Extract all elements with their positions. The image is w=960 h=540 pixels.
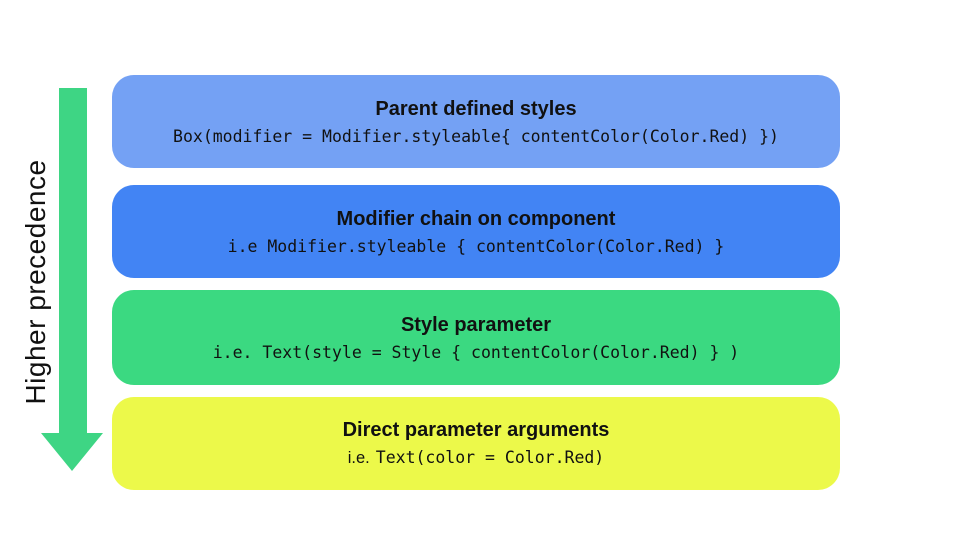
precedence-arrow-shaft: [59, 88, 87, 433]
box-direct-parameter-arguments: Direct parameter arguments i.e. Text(colo…: [112, 397, 840, 490]
box-parent-defined-styles: Parent defined styles Box(modifier = Mod…: [112, 75, 840, 168]
code-prefix: i.e.: [347, 449, 370, 467]
box-code: i.e. Text(style = Style { contentColor(C…: [212, 342, 740, 362]
code-text: Text(color = Color.Red): [375, 448, 605, 467]
higher-precedence-label: Higher precedence: [20, 159, 51, 405]
box-title: Modifier chain on component: [336, 207, 616, 230]
arrow-down-icon: [41, 433, 103, 471]
box-title: Direct parameter arguments: [342, 419, 610, 441]
box-title: Parent defined styles: [375, 97, 577, 120]
box-modifier-chain: Modifier chain on component i.e Modifier…: [112, 185, 840, 278]
box-style-parameter: Style parameter i.e. Text(style = Style …: [112, 290, 840, 385]
box-code: i.e Modifier.styleable { contentColor(Co…: [227, 236, 725, 256]
box-title: Style parameter: [400, 313, 552, 336]
box-code: Box(modifier = Modifier.styleable{ conte…: [173, 126, 779, 146]
box-code: i.e. Text(color = Color.Red): [348, 447, 605, 469]
